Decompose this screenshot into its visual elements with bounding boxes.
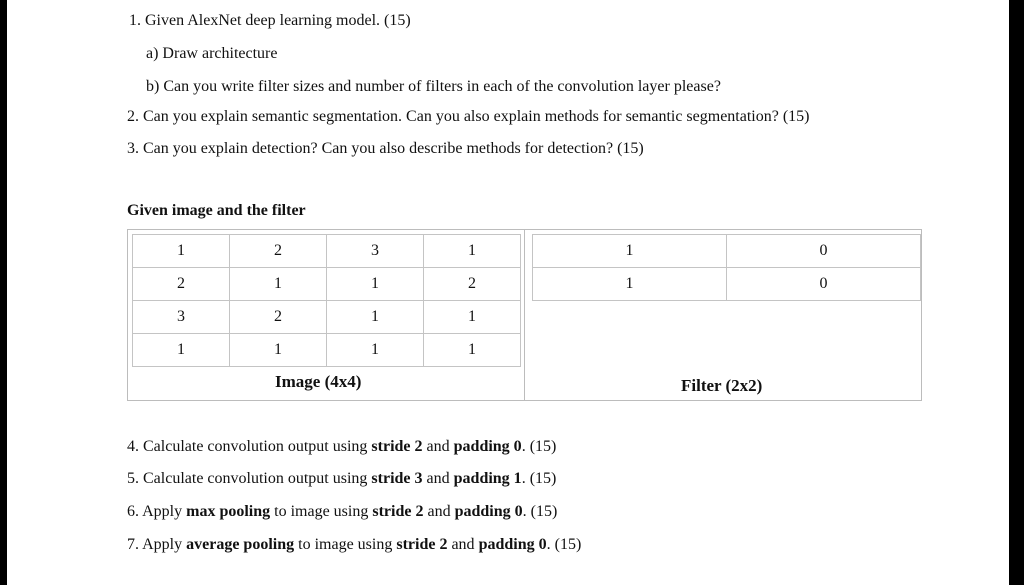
q4-text: 4. Calculate convolution output using [127, 438, 372, 455]
question-5: 5. Calculate convolution output using st… [127, 469, 556, 489]
question-1: 1. Given AlexNet deep learning model. (1… [129, 12, 411, 29]
image-caption: Image (4x4) [275, 372, 362, 391]
filter-cell: 0 [726, 234, 921, 268]
image-row: 2 1 1 2 [132, 267, 521, 301]
q7-text: 7. Apply [127, 536, 187, 553]
frame-divider [524, 230, 525, 400]
filter-row: 1 0 [532, 267, 921, 301]
q6-padding: padding 0 [454, 503, 523, 520]
image-cell: 1 [132, 333, 230, 367]
q7-pooling-type: average pooling [186, 536, 295, 553]
image-cell: 1 [423, 234, 521, 268]
filter-row: 1 0 [532, 234, 921, 268]
q6-text-mid: and [423, 503, 455, 520]
image-cell: 1 [229, 267, 327, 301]
document-page: 1. Given AlexNet deep learning model. (1… [7, 0, 1009, 585]
q5-stride: stride 3 [371, 470, 423, 487]
q7-stride: stride 2 [396, 536, 448, 553]
q7-text-mid: and [447, 536, 479, 553]
filter-matrix: 1 0 1 0 [532, 234, 921, 301]
q5-text: 5. Calculate convolution output using [127, 470, 372, 487]
q5-points: . (15) [521, 470, 557, 487]
q4-text-mid: and [422, 438, 454, 455]
q7-padding: padding 0 [478, 536, 547, 553]
question-1a: a) Draw architecture [146, 45, 278, 62]
q6-stride: stride 2 [372, 503, 424, 520]
q6-pooling-type: max pooling [186, 503, 271, 520]
image-cell: 3 [326, 234, 424, 268]
image-filter-frame: 1 2 3 1 2 1 1 2 3 2 1 1 1 1 1 1 [127, 229, 922, 401]
question-6: 6. Apply max pooling to image using stri… [127, 502, 557, 522]
image-cell: 1 [326, 300, 424, 334]
q7-text-mid0: to image using [294, 536, 397, 553]
q6-text-mid0: to image using [270, 503, 373, 520]
image-cell: 1 [132, 234, 230, 268]
q4-stride: stride 2 [371, 438, 423, 455]
image-row: 1 1 1 1 [132, 333, 521, 367]
image-cell: 1 [326, 333, 424, 367]
question-2: 2. Can you explain semantic segmentation… [127, 108, 810, 125]
image-cell: 2 [229, 234, 327, 268]
image-cell: 1 [326, 267, 424, 301]
image-cell: 1 [423, 333, 521, 367]
filter-cell: 1 [532, 234, 727, 268]
q6-points: . (15) [522, 503, 558, 520]
filter-cell: 1 [532, 267, 727, 301]
filter-caption: Filter (2x2) [681, 376, 763, 395]
image-cell: 3 [132, 300, 230, 334]
image-cell: 2 [132, 267, 230, 301]
image-cell: 2 [423, 267, 521, 301]
question-1b: b) Can you write filter sizes and number… [146, 78, 721, 95]
question-3: 3. Can you explain detection? Can you al… [127, 140, 644, 157]
image-cell: 1 [229, 333, 327, 367]
image-row: 1 2 3 1 [132, 234, 521, 268]
question-4: 4. Calculate convolution output using st… [127, 437, 556, 457]
question-7: 7. Apply average pooling to image using … [127, 535, 581, 555]
image-cell: 2 [229, 300, 327, 334]
q5-text-mid: and [422, 470, 454, 487]
q4-padding: padding 0 [453, 438, 522, 455]
image-matrix: 1 2 3 1 2 1 1 2 3 2 1 1 1 1 1 1 [132, 234, 521, 367]
image-cell: 1 [423, 300, 521, 334]
section-heading: Given image and the filter [127, 202, 306, 219]
filter-cell: 0 [726, 267, 921, 301]
q7-points: . (15) [546, 536, 582, 553]
q6-text: 6. Apply [127, 503, 187, 520]
image-row: 3 2 1 1 [132, 300, 521, 334]
q4-points: . (15) [521, 438, 557, 455]
q5-padding: padding 1 [453, 470, 522, 487]
